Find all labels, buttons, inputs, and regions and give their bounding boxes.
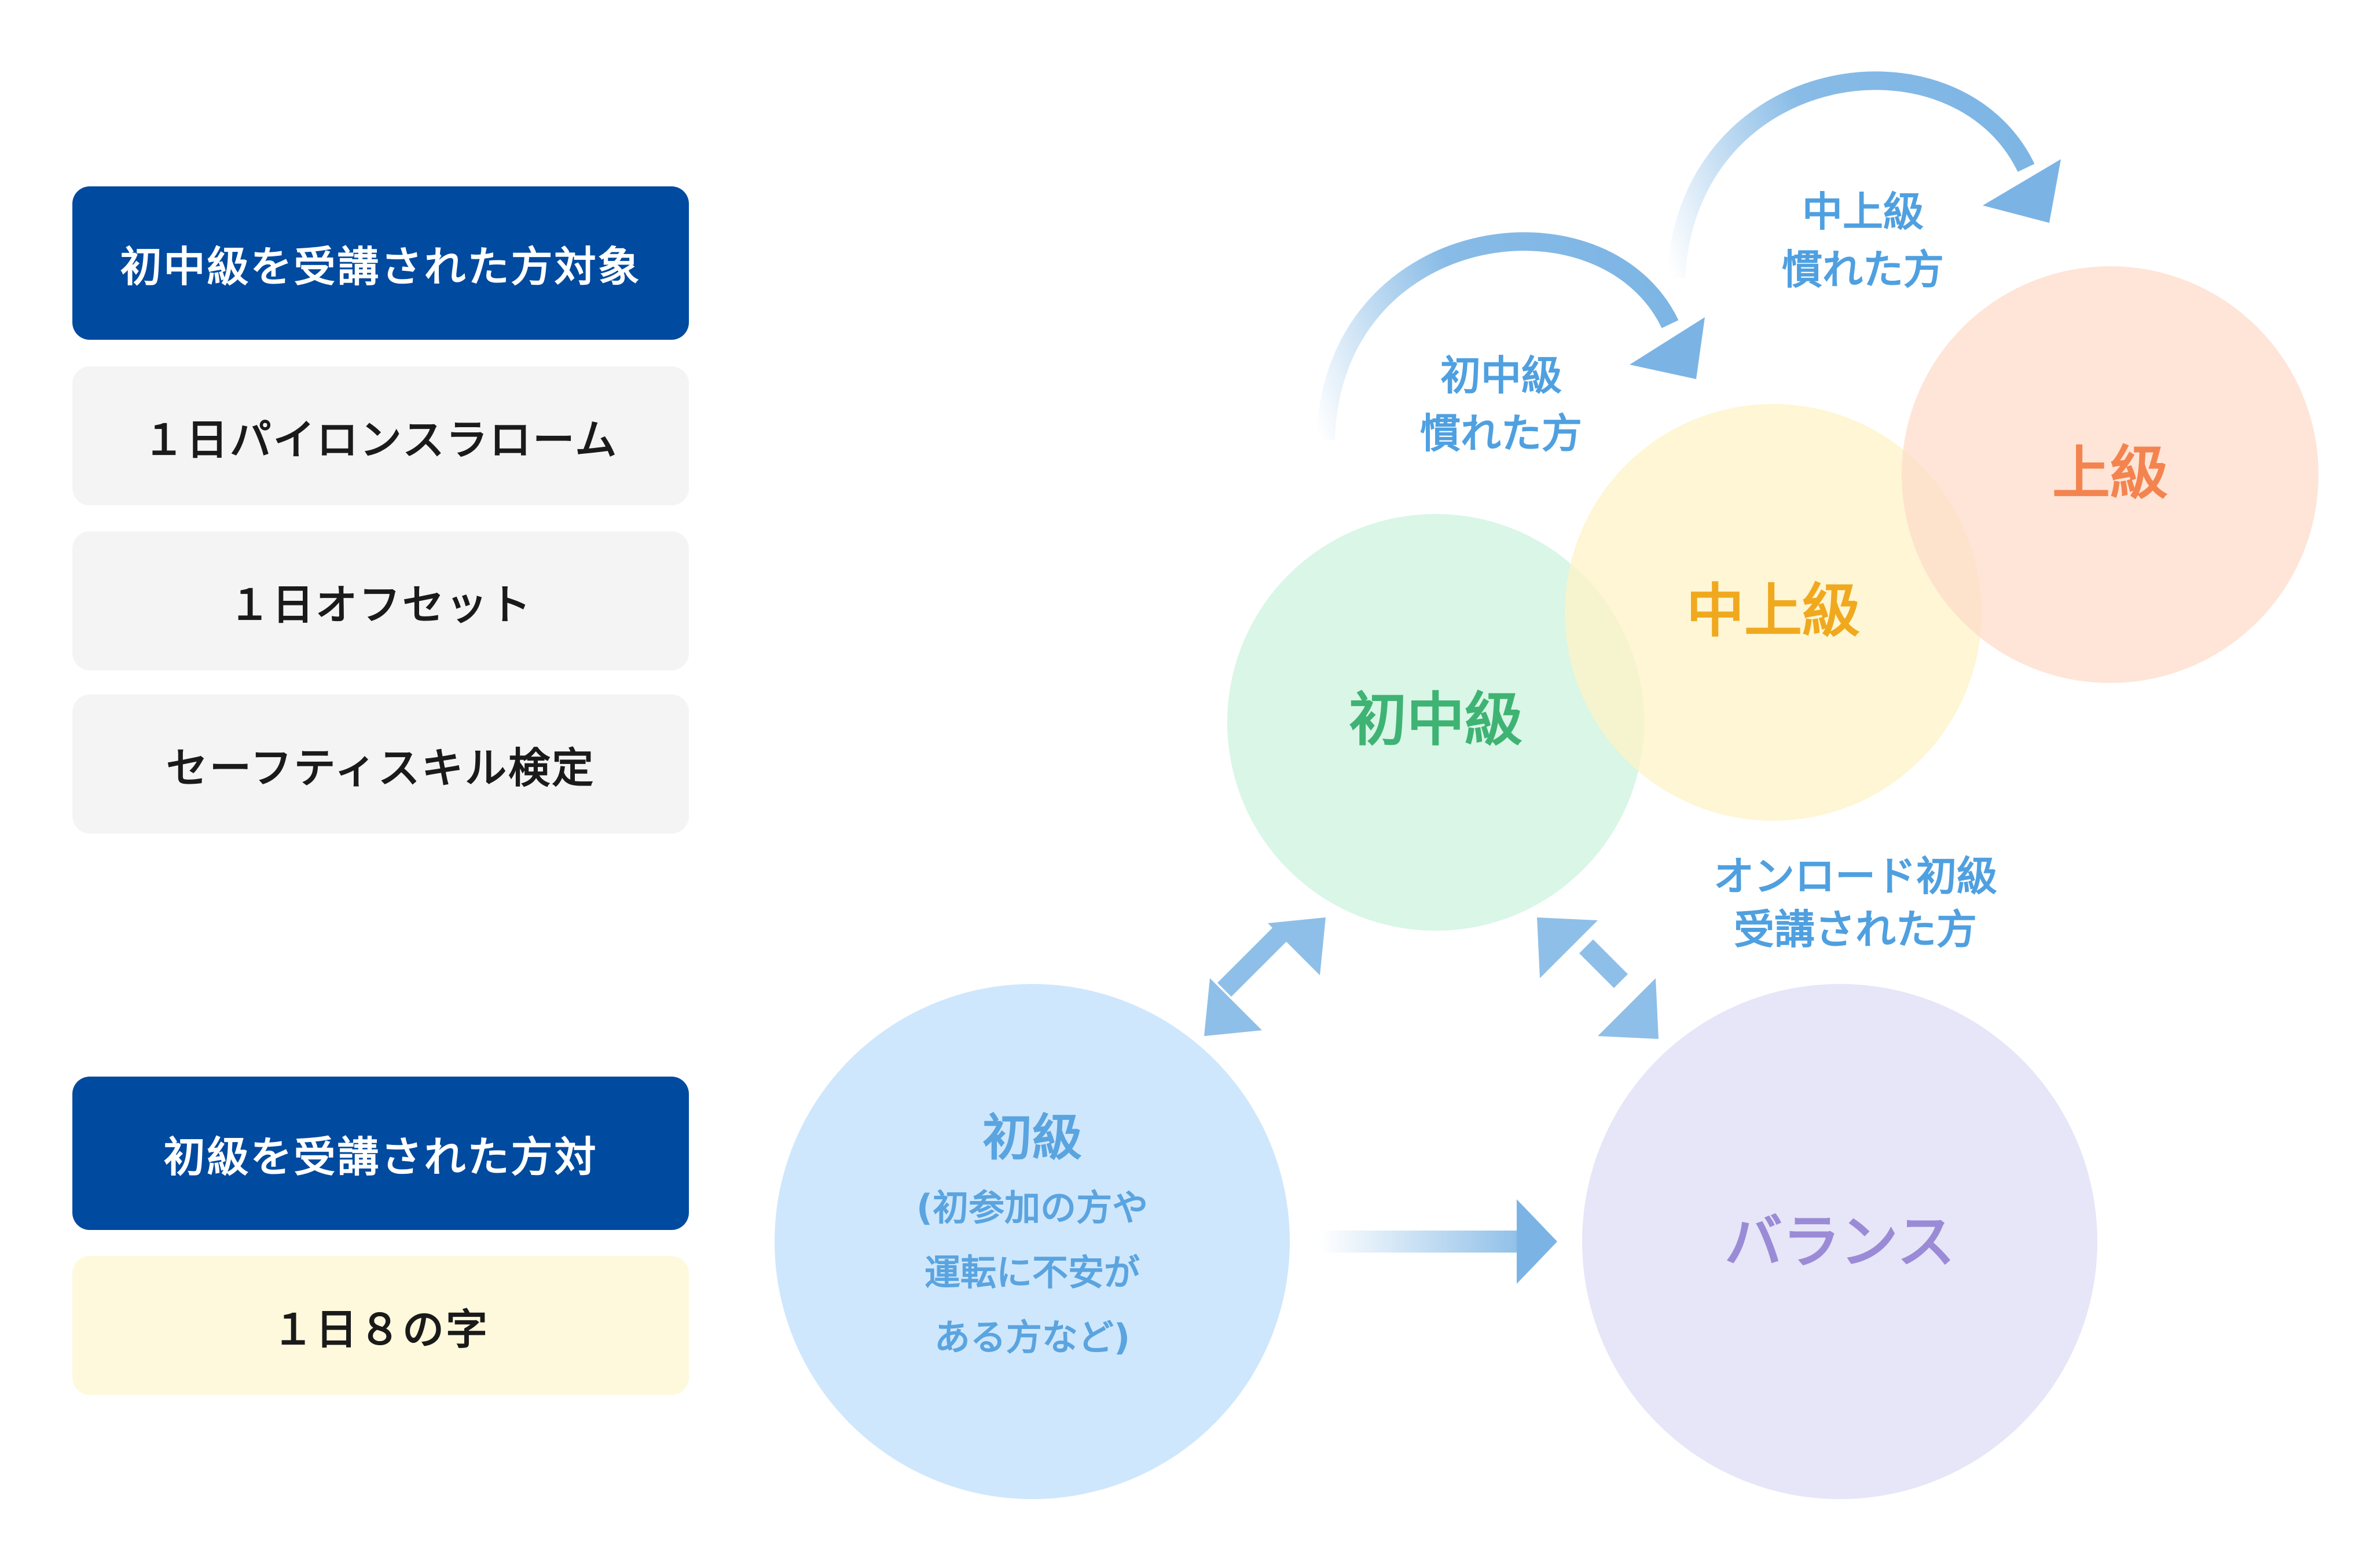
circle-balance bbox=[1582, 984, 2097, 1499]
arrow-label-1-line2: 慣れた方 bbox=[1420, 410, 1582, 457]
circle-sublabel-beginner-2: 運転に不安が bbox=[924, 1251, 1140, 1294]
curved-arrow-to-upper-intermediate bbox=[1316, 232, 1679, 440]
circle-lower-intermediate bbox=[1227, 514, 1644, 931]
circle-sublabel-beginner-3: ある方など) bbox=[934, 1316, 1130, 1358]
arrow-label-2-line1: 中上級 bbox=[1802, 188, 1924, 236]
course-item-pylon-slalom: １日パイロンスラローム bbox=[72, 366, 689, 505]
onroad-label-line2: 受講された方 bbox=[1734, 906, 1977, 953]
circle-sublabel-beginner-1: (初参加の方や bbox=[916, 1187, 1148, 1229]
curved-arrow-head-1 bbox=[1630, 317, 1705, 379]
curved-arrow-head-2 bbox=[1983, 159, 2061, 223]
arrow-label-2-line2: 慣れた方 bbox=[1782, 246, 1944, 293]
circle-advanced bbox=[1902, 266, 2318, 683]
arrow-label-1-line1: 初中級 bbox=[1440, 352, 1562, 399]
double-arrow-lower-intermediate-balance bbox=[1537, 917, 1659, 1039]
double-arrow-beginner-lower-intermediate bbox=[1204, 917, 1326, 1036]
course-item-offset: １日オフセット bbox=[72, 531, 689, 670]
circle-label-upper-intermediate: 中上級 bbox=[1686, 577, 1860, 645]
circle-label-advanced: 上級 bbox=[2052, 439, 2168, 507]
arrow-beginner-to-balance bbox=[1320, 1199, 1557, 1284]
course-item-figure-eight: １日８の字 bbox=[72, 1256, 689, 1395]
circle-beginner bbox=[775, 984, 1290, 1499]
circle-label-lower-intermediate: 初中級 bbox=[1349, 686, 1522, 754]
circle-label-balance: バランス bbox=[1725, 1208, 1955, 1276]
curved-arrow-to-advanced bbox=[1667, 71, 2035, 278]
onroad-label-line1: オンロード初級 bbox=[1714, 853, 1997, 900]
circle-upper-intermediate bbox=[1565, 404, 1982, 821]
course-group-header-beginner: 初級を受講された方対 bbox=[72, 1077, 689, 1230]
course-item-safety-skill-test: セーフティスキル検定 bbox=[72, 695, 689, 833]
course-group-header-lower-intermediate: 初中級を受講された方対象 bbox=[72, 186, 689, 340]
circle-label-beginner: 初級 bbox=[982, 1109, 1082, 1167]
